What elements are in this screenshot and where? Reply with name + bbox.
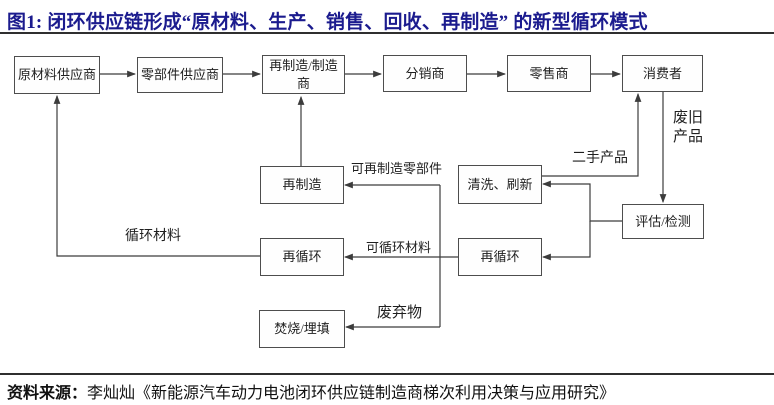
source-text: 李灿灿《新能源汽车动力电池闭环供应链制造商梯次利用决策与应用研究》 — [87, 385, 616, 402]
node-incinerate-landfill: 焚烧/埋填 — [259, 310, 345, 348]
node-parts-supplier: 零部件供应商 — [137, 57, 223, 93]
node-consumer: 消费者 — [622, 55, 703, 92]
node-remanufacture: 再制造 — [260, 166, 344, 204]
node-recycle-right: 再循环 — [458, 238, 542, 276]
flow-label-second-hand-products: 二手产品 — [572, 151, 628, 166]
flow-label-waste: 废弃物 — [377, 305, 423, 321]
node-distributor: 分销商 — [383, 55, 467, 92]
footer-divider — [0, 373, 774, 375]
source-note: 资料来源：李灿灿《新能源汽车动力电池闭环供应链制造商梯次利用决策与应用研究》 — [7, 379, 615, 403]
figure-title: 图1: 闭环供应链形成“原材料、生产、销售、回收、再制造” 的新型循环模式 — [7, 12, 648, 33]
title-divider — [0, 32, 774, 34]
node-cleaning-refresh: 清洗、刷新 — [458, 165, 542, 204]
flow-label-recycled-materials: 循环材料 — [125, 229, 181, 244]
source-label: 资料来源： — [7, 385, 88, 402]
flow-label-scrap-products: 废旧产品 — [673, 110, 704, 145]
node-raw-material-supplier: 原材料供应商 — [14, 56, 100, 94]
flow-label-recyclable-materials: 可循环材料 — [366, 240, 432, 255]
node-recycle-left: 再循环 — [260, 238, 344, 276]
flow-label-remanufacturable-parts: 可再制造零部件 — [351, 161, 443, 176]
node-evaluate-inspect: 评估/检测 — [622, 204, 704, 239]
node-retailer: 零售商 — [507, 55, 591, 92]
node-remanufacturer-manufacturer: 再制造/制造商 — [262, 55, 345, 94]
